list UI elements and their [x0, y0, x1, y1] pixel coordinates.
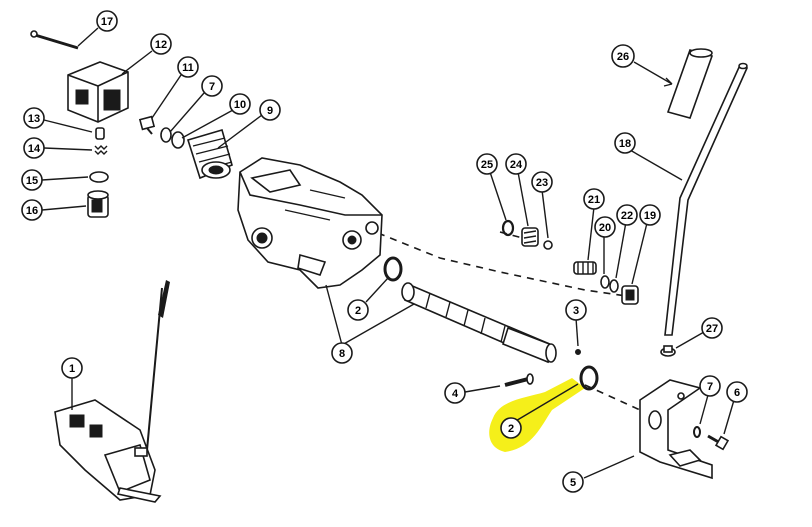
svg-text:18: 18: [619, 138, 631, 150]
svg-text:17: 17: [101, 16, 113, 28]
svg-text:20: 20: [599, 222, 611, 234]
rod-part-17: [30, 30, 79, 50]
o-ring-part-2-lower: [579, 365, 599, 391]
bracket-part-5: [639, 379, 713, 480]
callout-2-lower-highlighted: 2: [500, 417, 522, 439]
callout-18: 18: [614, 132, 636, 154]
ring-part-7-upper: [160, 127, 172, 143]
svg-text:11: 11: [182, 62, 194, 74]
svg-text:2: 2: [508, 423, 514, 435]
spring-part-24: [521, 227, 539, 247]
svg-text:2: 2: [355, 305, 361, 317]
callout-14: 14: [23, 137, 45, 159]
svg-text:24: 24: [510, 159, 523, 171]
spring-part-14: [94, 145, 108, 155]
pin-part-13: [95, 127, 105, 140]
callout-23: 23: [531, 171, 553, 193]
svg-text:7: 7: [707, 381, 713, 393]
svg-text:14: 14: [28, 143, 41, 155]
svg-text:13: 13: [28, 113, 40, 125]
callout-4: 4: [444, 382, 466, 404]
valve-body-part-8: [237, 157, 383, 289]
svg-text:22: 22: [621, 210, 633, 222]
spool-part-8: [401, 282, 557, 364]
callout-1: 1: [61, 357, 83, 379]
callout-26: 26: [611, 44, 635, 68]
valve-assembly-part-1: [54, 280, 170, 503]
svg-text:25: 25: [481, 159, 493, 171]
callout-9: 9: [259, 99, 281, 121]
callout-10: 10: [229, 93, 251, 115]
svg-text:7: 7: [209, 81, 215, 93]
callout-15: 15: [21, 169, 43, 191]
callout-13: 13: [23, 107, 45, 129]
callout-27: 27: [701, 317, 723, 339]
svg-text:27: 27: [706, 323, 718, 335]
callout-6: 6: [726, 381, 748, 403]
svg-text:15: 15: [26, 175, 38, 187]
ring-part-10: [171, 131, 185, 149]
ball-part-23: [543, 240, 553, 250]
callout-19: 19: [639, 204, 661, 226]
callout-25: 25: [476, 153, 498, 175]
svg-text:12: 12: [155, 39, 167, 51]
o-ring-part-2-upper: [383, 256, 403, 282]
svg-text:23: 23: [536, 177, 548, 189]
callout-17: 17: [96, 10, 118, 32]
svg-text:3: 3: [573, 305, 579, 317]
bushing-part-16: [87, 190, 109, 218]
callout-7-lower: 7: [699, 375, 721, 397]
callout-21: 21: [583, 188, 605, 210]
lock-washer-part-7-lower: [693, 426, 701, 438]
ball-part-3: [575, 349, 581, 355]
svg-text:16: 16: [26, 205, 38, 217]
washer-part-22: [609, 279, 619, 293]
svg-text:21: 21: [588, 194, 600, 206]
spring-part-21: [573, 261, 597, 275]
o-ring-part-25: [501, 219, 515, 237]
callout-7-upper: 7: [201, 75, 223, 97]
svg-text:10: 10: [234, 99, 246, 111]
svg-text:6: 6: [734, 387, 740, 399]
callouts: 17 12 11 7 10 9 13 14: [21, 10, 748, 493]
svg-text:1: 1: [69, 363, 75, 375]
pin-part-4: [504, 373, 534, 387]
knob-part-26: [666, 48, 714, 119]
callout-8: 8: [331, 342, 353, 364]
callout-24: 24: [505, 153, 527, 175]
callout-5: 5: [562, 471, 584, 493]
screw-part-11: [138, 115, 156, 135]
svg-text:4: 4: [452, 388, 459, 400]
callout-12: 12: [150, 33, 172, 55]
callout-2-upper: 2: [347, 299, 369, 321]
coupler-block-part-12: [67, 61, 129, 123]
svg-text:8: 8: [339, 348, 345, 360]
callout-16: 16: [21, 199, 43, 221]
callout-20: 20: [594, 216, 616, 238]
nut-part-27: [660, 345, 676, 357]
washer-part-20: [600, 275, 610, 289]
lever-part-18: [664, 62, 749, 336]
callout-11: 11: [177, 56, 199, 78]
svg-text:5: 5: [570, 477, 576, 489]
washer-part-15: [89, 171, 109, 183]
svg-text:26: 26: [617, 51, 629, 63]
callout-3: 3: [565, 299, 587, 321]
bolt-part-6: [707, 434, 730, 451]
detent-part-19: [621, 285, 639, 305]
leader-lines: [41, 27, 735, 479]
boot-part-9: [186, 129, 233, 180]
callout-22: 22: [616, 204, 638, 226]
svg-text:19: 19: [644, 210, 656, 222]
svg-text:9: 9: [267, 105, 273, 117]
